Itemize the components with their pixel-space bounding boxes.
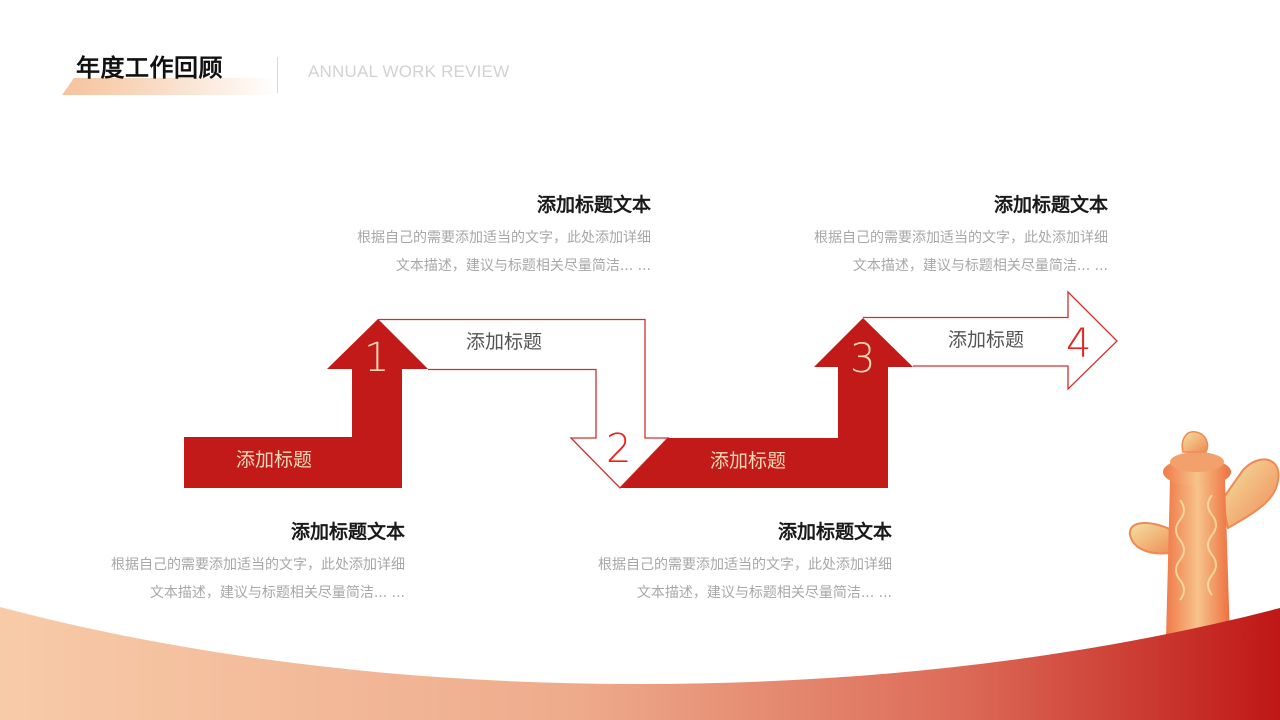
- step-3-number: 3: [850, 336, 876, 382]
- block-description: 根据自己的需要添加适当的文字，此处添加详细 文本描述，建议与标题相关尽量简洁..…: [45, 551, 405, 608]
- block-description-line: 文本描述，建议与标题相关尽量简洁... ...: [636, 585, 892, 601]
- block-description-line: 文本描述，建议与标题相关尽量简洁... ...: [149, 585, 405, 601]
- block-description-line: 文本描述，建议与标题相关尽量简洁... ...: [395, 258, 651, 274]
- step-2-label: 添加标题: [466, 331, 543, 353]
- block-heading: 添加标题文本: [536, 194, 651, 216]
- block-description-line: 根据自己的需要添加适当的文字，此处添加详细: [598, 557, 892, 573]
- huabiao-column-icon: [1128, 431, 1280, 640]
- block-heading: 添加标题文本: [993, 194, 1108, 216]
- bottom-wave-decoration: [0, 607, 1280, 720]
- page-subtitle: ANNUAL WORK REVIEW: [308, 62, 510, 81]
- step-1-number: 1: [364, 335, 390, 381]
- block-heading: 添加标题文本: [290, 521, 405, 543]
- step-4-label: 添加标题: [948, 329, 1025, 351]
- block-description: 根据自己的需要添加适当的文字，此处添加详细 文本描述，建议与标题相关尽量简洁..…: [532, 551, 892, 608]
- text-block-step-2: 添加标题文本 根据自己的需要添加适当的文字，此处添加详细 文本描述，建议与标题相…: [291, 192, 651, 281]
- step-1-label: 添加标题: [236, 449, 313, 471]
- block-description-line: 根据自己的需要添加适当的文字，此处添加详细: [357, 230, 651, 246]
- block-heading: 添加标题文本: [777, 521, 892, 543]
- block-description: 根据自己的需要添加适当的文字，此处添加详细 文本描述，建议与标题相关尽量简洁..…: [748, 224, 1108, 281]
- block-description-line: 根据自己的需要添加适当的文字，此处添加详细: [814, 230, 1108, 246]
- step-3-filled-arrow: [620, 318, 913, 488]
- title-accent-bar: [62, 78, 277, 95]
- block-description-line: 文本描述，建议与标题相关尽量简洁... ...: [852, 258, 1108, 274]
- text-block-step-4: 添加标题文本 根据自己的需要添加适当的文字，此处添加详细 文本描述，建议与标题相…: [748, 192, 1108, 281]
- step-2-number: 2: [606, 426, 632, 472]
- block-description: 根据自己的需要添加适当的文字，此处添加详细 文本描述，建议与标题相关尽量简洁..…: [291, 224, 651, 281]
- page-title: 年度工作回顾: [76, 54, 223, 82]
- text-block-step-1: 添加标题文本 根据自己的需要添加适当的文字，此处添加详细 文本描述，建议与标题相…: [45, 519, 405, 608]
- step-1-filled-arrow: [184, 319, 428, 488]
- step-3-label: 添加标题: [710, 450, 787, 472]
- step-4-outline-arrow: [863, 290, 1118, 391]
- block-description-line: 根据自己的需要添加适当的文字，此处添加详细: [111, 557, 405, 573]
- text-block-step-3: 添加标题文本 根据自己的需要添加适当的文字，此处添加详细 文本描述，建议与标题相…: [532, 519, 892, 608]
- title-divider: [277, 57, 278, 93]
- step-4-number: 4: [1066, 321, 1092, 367]
